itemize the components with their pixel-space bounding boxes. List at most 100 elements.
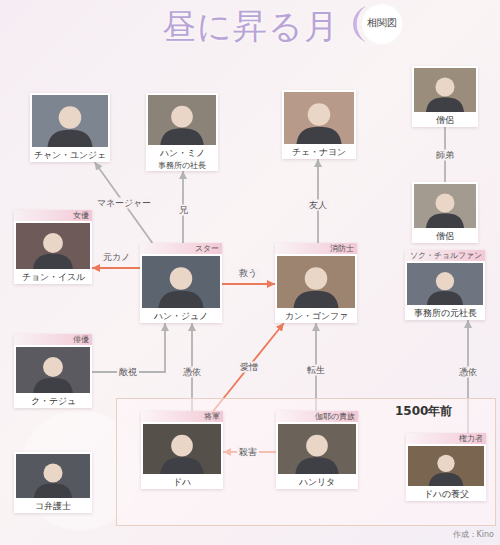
role-tag: 伽耶の貴族 [276, 411, 358, 422]
character-card: 俳優ク・テジュ [14, 334, 92, 408]
relation-label: 兄 [177, 205, 190, 216]
era-region: 1500年前将軍ドハ伽耶の貴族ハンリタ権力者ドハの養父 [116, 398, 496, 526]
character-name: ハン・ジュノ [140, 310, 222, 323]
role-caption: 事務所の社長 [146, 160, 218, 171]
character-card: チャン・ユンジェ [30, 93, 110, 162]
character-card: 女優チョン・イスル [14, 210, 92, 284]
character-card: 僧侶 [412, 182, 478, 243]
relation-label: 敵視 [117, 367, 139, 378]
relation-label: 師弟 [434, 150, 456, 161]
silhouette-body [33, 254, 73, 269]
role-tag: 将軍 [141, 411, 223, 422]
portrait-silhouette [414, 68, 476, 112]
silhouette-body [427, 291, 463, 305]
character-card: コ弁護士 [14, 452, 92, 513]
role-tag: 消防士 [275, 243, 357, 254]
relation-label: 憑依 [181, 367, 203, 378]
credit-note: 作成：Kino [430, 530, 494, 540]
portrait-photo [14, 221, 92, 271]
character-name: カン・ゴンファ [275, 310, 357, 323]
character-name: チャン・ユンジェ [30, 149, 110, 162]
portrait-photo [14, 452, 92, 500]
relation-connector [92, 323, 165, 372]
character-card: ハン・ミノ事務所の社長 [146, 93, 218, 171]
crescent-moon [353, 6, 366, 42]
portrait-photo [14, 345, 92, 395]
portrait-photo [412, 182, 478, 230]
character-name: ドハ [141, 476, 223, 489]
silhouette-head [308, 103, 331, 126]
portrait-photo [275, 254, 357, 310]
role-tag: 俳優 [14, 334, 92, 345]
portrait-silhouette [32, 95, 108, 147]
character-name: ハンリタ [276, 476, 358, 489]
portrait-silhouette [407, 263, 483, 305]
role-tag: ソク・チョルファン [405, 250, 485, 261]
relation-label: 愛憎 [238, 362, 260, 373]
moon-disc [362, 4, 402, 44]
silhouette-body [34, 483, 72, 498]
portrait-silhouette [408, 446, 484, 486]
character-card: ソク・チョルファン事務所の元社長 [405, 250, 485, 320]
character-name: 僧侶 [412, 230, 478, 243]
character-name: ドハの養父 [406, 488, 486, 501]
portrait-photo [405, 261, 485, 307]
silhouette-head [437, 455, 454, 472]
silhouette-head [435, 194, 454, 213]
silhouette-head [305, 267, 328, 290]
relation-label: 元カノ [101, 252, 132, 263]
silhouette-body [426, 97, 464, 112]
portrait-photo [406, 444, 486, 488]
silhouette-head [306, 435, 328, 457]
character-name: チェ・ナヨン [282, 146, 356, 159]
silhouette-body [47, 130, 92, 147]
character-name: ク・テジュ [14, 395, 92, 408]
relation-label: 殺害 [237, 447, 259, 458]
portrait-photo [282, 90, 356, 146]
portrait-photo [30, 93, 110, 149]
role-tag: 権力者 [406, 433, 486, 444]
relation-label: マネージャー [95, 197, 153, 208]
silhouette-body [295, 457, 338, 474]
silhouette-head [59, 106, 82, 129]
relation-label: 友人 [307, 200, 329, 211]
silhouette-head [170, 267, 193, 290]
portrait-silhouette [143, 424, 221, 474]
silhouette-body [160, 128, 203, 145]
portrait-photo [140, 254, 222, 310]
portrait-silhouette [277, 256, 355, 308]
silhouette-body [158, 291, 203, 308]
era-heading: 1500年前 [395, 404, 452, 418]
relation-label: 憑依 [457, 367, 479, 378]
portrait-photo [276, 422, 358, 476]
portrait-silhouette [16, 223, 90, 269]
character-name: ハン・ミノ [146, 147, 218, 160]
silhouette-body [296, 127, 341, 144]
character-name: チョン・イスル [14, 271, 92, 284]
silhouette-head [435, 78, 454, 97]
portrait-silhouette [148, 95, 216, 145]
silhouette-body [160, 457, 203, 474]
silhouette-head [171, 106, 193, 128]
character-card: 権力者ドハの養父 [406, 433, 486, 501]
portrait-silhouette [16, 347, 90, 393]
chart-badge: 相関図 [362, 17, 402, 29]
character-card: チェ・ナヨン [282, 90, 356, 159]
silhouette-head [43, 357, 63, 377]
relation-label: 転生 [305, 365, 327, 376]
silhouette-head [171, 435, 193, 457]
character-card: 将軍ドハ [141, 411, 223, 489]
diagram-title: 昼に昇る月 [0, 4, 500, 48]
silhouette-head [43, 233, 63, 253]
character-name: コ弁護士 [14, 500, 92, 513]
portrait-silhouette [142, 256, 220, 308]
relation-connector [222, 283, 275, 285]
silhouette-body [426, 213, 464, 228]
silhouette-head [43, 464, 62, 483]
role-tag: 女優 [14, 210, 92, 221]
portrait-silhouette [16, 454, 90, 498]
character-card: 伽耶の貴族ハンリタ [276, 411, 358, 489]
silhouette-body [293, 291, 338, 308]
